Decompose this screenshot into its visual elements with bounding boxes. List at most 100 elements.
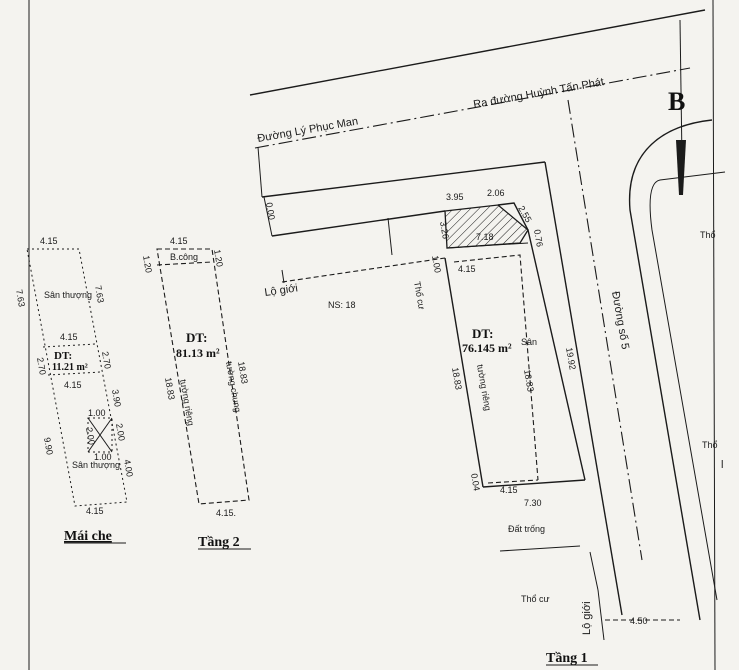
title-mai-che: Mái che — [64, 529, 112, 544]
dim-t1-326: 3.26 — [438, 221, 451, 240]
lot-inner-top — [446, 242, 529, 249]
tuong-rieng-t2: tường riêng — [178, 379, 196, 427]
tho-cu-top: Thổ cư — [412, 281, 427, 311]
dim-mc-100-b: 1.00 — [94, 452, 112, 462]
dim-t1-100: 1.00 — [430, 255, 443, 274]
area-mc-label: DT: — [54, 350, 72, 362]
title-tang-1: Tầng 1 — [546, 651, 588, 666]
dim-t1-730: 7.30 — [524, 498, 542, 508]
right-road-inner — [544, 161, 623, 616]
area-mc-value: 11.21 m² — [52, 362, 88, 373]
road-line-lower — [261, 161, 546, 198]
road-label-huynh-tan-phat: Ra đường Huỳnh Tấn Phát — [472, 76, 604, 111]
dim-mc-390: 3.90 — [110, 389, 123, 408]
lo-gioi-tick — [281, 269, 285, 284]
area-t1-label: DT: — [472, 326, 493, 341]
dim-mc-415-top: 4.15 — [40, 236, 58, 246]
road-left-end-2 — [263, 196, 273, 237]
tho-right-top: Thổ — [700, 230, 716, 240]
area-t2-label: DT: — [186, 330, 207, 345]
dim-t2-120-l: 1.20 — [141, 255, 154, 274]
dim-t1-004: 0.04 — [469, 473, 482, 492]
road-label-duong-so-5: Đường số 5 — [609, 290, 631, 350]
mai-che-divider-1 — [42, 343, 97, 348]
dim-t1-1992: 19.92 — [564, 347, 578, 371]
lo-gioi-line — [281, 257, 446, 283]
lot-bottom — [482, 479, 586, 488]
dat-trong-label: Đất trống — [508, 524, 545, 534]
road-line-upper — [249, 9, 706, 96]
tang-2-plan — [156, 248, 250, 505]
marker-b-label: B — [668, 87, 685, 116]
dim-t2-1883-r: 18.83 — [236, 361, 250, 385]
tuong-rieng-left: tường riêng — [475, 364, 493, 412]
right-road-centerline — [567, 99, 643, 561]
dim-mc-415-bottom: 4.15 — [86, 506, 104, 516]
mai-che-plan — [26, 248, 128, 507]
dim-t1-1883-left: 18.83 — [450, 367, 464, 391]
tho-cu-divider — [387, 217, 393, 256]
dat-trong-line — [499, 545, 581, 552]
duong-so-5-group — [544, 19, 726, 641]
dim-t1-395: 3.95 — [446, 192, 464, 202]
dim-t1-450: 4.50 — [630, 616, 648, 626]
corner-chamfer-hatched — [444, 204, 529, 249]
house-bottom — [487, 479, 539, 484]
dim-t2-415-top: 4.15 — [170, 236, 188, 246]
page-border-right — [712, 0, 716, 670]
dim-t2-120-r: 1.20 — [212, 249, 225, 268]
road-left-end — [257, 146, 263, 198]
dim-t1-206: 2.06 — [487, 188, 505, 198]
dim-mc-415-mid2: 4.15 — [64, 380, 82, 390]
marker-axis — [679, 19, 683, 161]
tang-2-outline — [156, 248, 250, 505]
san-thuong-bottom: Sân thượng — [72, 460, 120, 470]
dim-t1-1883-right: 18.83 — [522, 369, 536, 393]
dim-mc-200-b: 2.00 — [114, 423, 127, 442]
dim-t1-415-top: 4.15 — [458, 264, 476, 274]
lo-gioi-right-line — [597, 589, 605, 641]
lot-outline — [497, 202, 586, 481]
dim-mc-763-l: 7.63 — [14, 289, 27, 308]
lower-lot-line — [589, 551, 599, 591]
dim-t1-076: 0.76 — [532, 229, 545, 248]
dim-t1-718: 7.18 — [476, 232, 494, 242]
dim-mc-415-mid: 4.15 — [60, 332, 78, 342]
road-label-lo-gioi-top: Lộ giới — [264, 282, 299, 299]
mai-che-x-2 — [87, 417, 113, 453]
dim-mc-763-r: 7.63 — [93, 285, 106, 304]
title-tang-2: Tầng 2 — [198, 535, 240, 550]
dim-t1-000: 0.00 — [264, 202, 277, 221]
mai-che-divider-2 — [47, 371, 102, 376]
dim-mc-400: 4.00 — [122, 459, 135, 478]
dim-mc-270-r: 2.70 — [100, 351, 113, 370]
right-road-curve — [628, 119, 713, 621]
road-centerline — [254, 67, 691, 149]
mai-che-opening — [87, 417, 113, 453]
dim-t2-415-bottom: 4.15. — [216, 508, 236, 518]
area-t2-value: 81.13 m² — [176, 346, 220, 360]
lot-boundary-top — [271, 210, 446, 237]
tang-1-plan — [387, 202, 599, 591]
dim-mc-990: 9.90 — [42, 437, 55, 456]
ns-label: NS: 18 — [328, 300, 356, 310]
house-outline — [453, 254, 539, 481]
tho-cu-bottom: Thổ cư — [521, 594, 550, 604]
roads-group — [249, 9, 706, 284]
tho-right-mid: Thổ — [702, 440, 718, 450]
area-t1-value: 76.145 m² — [462, 341, 512, 355]
dim-mc-100-a: 1.00 — [88, 408, 106, 418]
dim-mc-270-l: 2.70 — [35, 357, 48, 376]
dim-t1-415-bottom: 4.15 — [500, 485, 518, 495]
lot-left-wall — [444, 257, 484, 488]
san-label: Sân — [521, 337, 537, 347]
san-thuong-top: Sân thượng — [44, 290, 92, 300]
tang-2-balcony-line — [156, 261, 213, 266]
right-road-curve-inner — [649, 171, 726, 601]
marker-b-arrow — [676, 140, 686, 195]
ban-cong-label: B.công — [170, 252, 198, 262]
side-mark: l — [721, 459, 723, 471]
road-label-ly-phuc-man: Đường Lý Phục Man — [256, 115, 359, 145]
road-label-lo-gioi-right: Lộ giới — [581, 601, 593, 635]
